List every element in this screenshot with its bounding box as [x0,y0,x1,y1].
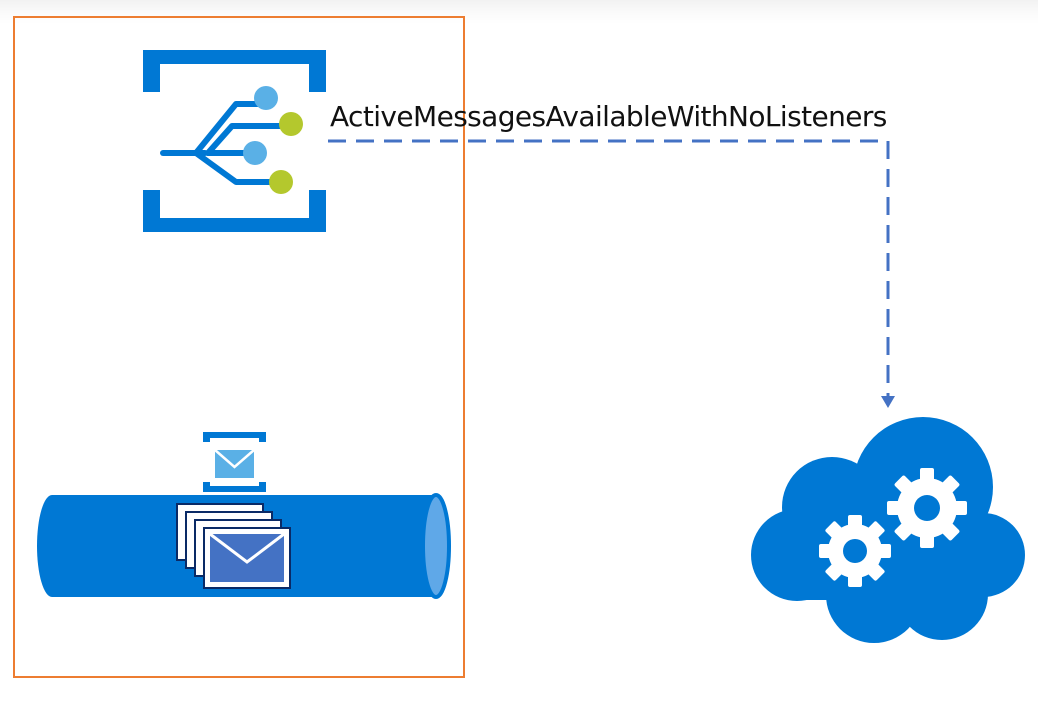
message-pipe-icon [37,493,451,599]
connector-arrow [328,139,895,408]
queue-message-icon [203,432,266,492]
cloud-gears-icon [751,417,1025,643]
namespace-boundary [13,16,465,678]
metric-label: ActiveMessagesAvailableWithNoListeners [330,100,887,133]
event-hubs-icon [143,50,326,232]
